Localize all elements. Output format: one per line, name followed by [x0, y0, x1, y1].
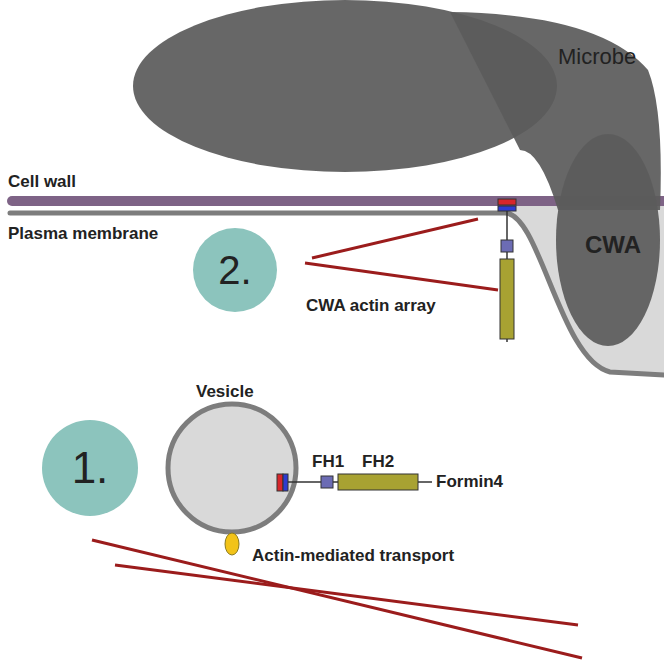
actin-filament [312, 219, 478, 258]
region-name: Microbe [558, 44, 636, 70]
region-name: CWA [585, 231, 641, 259]
actin-filament [115, 565, 578, 625]
fh2-domain [338, 474, 418, 490]
part-label: Formin4 [436, 472, 503, 492]
part-label: FH1 [312, 452, 344, 472]
part-label: CWA actin array [306, 296, 436, 316]
part-label: Actin-mediated transport [252, 546, 454, 566]
fh2-domain [500, 259, 514, 339]
callout-number: 2. [218, 248, 251, 293]
part-label: Vesicle [196, 382, 254, 402]
vesicle [168, 404, 296, 532]
part-label: Plasma membrane [8, 224, 158, 244]
myosin-motor [225, 533, 239, 555]
cwa-region-label-box: CWA [505, 213, 664, 378]
formin-anchor [498, 199, 516, 205]
formin-anchor [277, 474, 283, 491]
callout-number: 1. [72, 443, 109, 493]
actin-filament [92, 540, 582, 658]
part-label: Cell wall [8, 172, 76, 192]
fh1-domain [321, 476, 333, 488]
callout-circle: 1. [42, 420, 138, 516]
fh1-domain [501, 240, 513, 252]
formin-tm [283, 474, 288, 491]
actin-filament [305, 263, 498, 290]
part-label: FH2 [362, 452, 394, 472]
callout-circle: 2. [193, 228, 277, 312]
formin-tm [498, 206, 516, 211]
